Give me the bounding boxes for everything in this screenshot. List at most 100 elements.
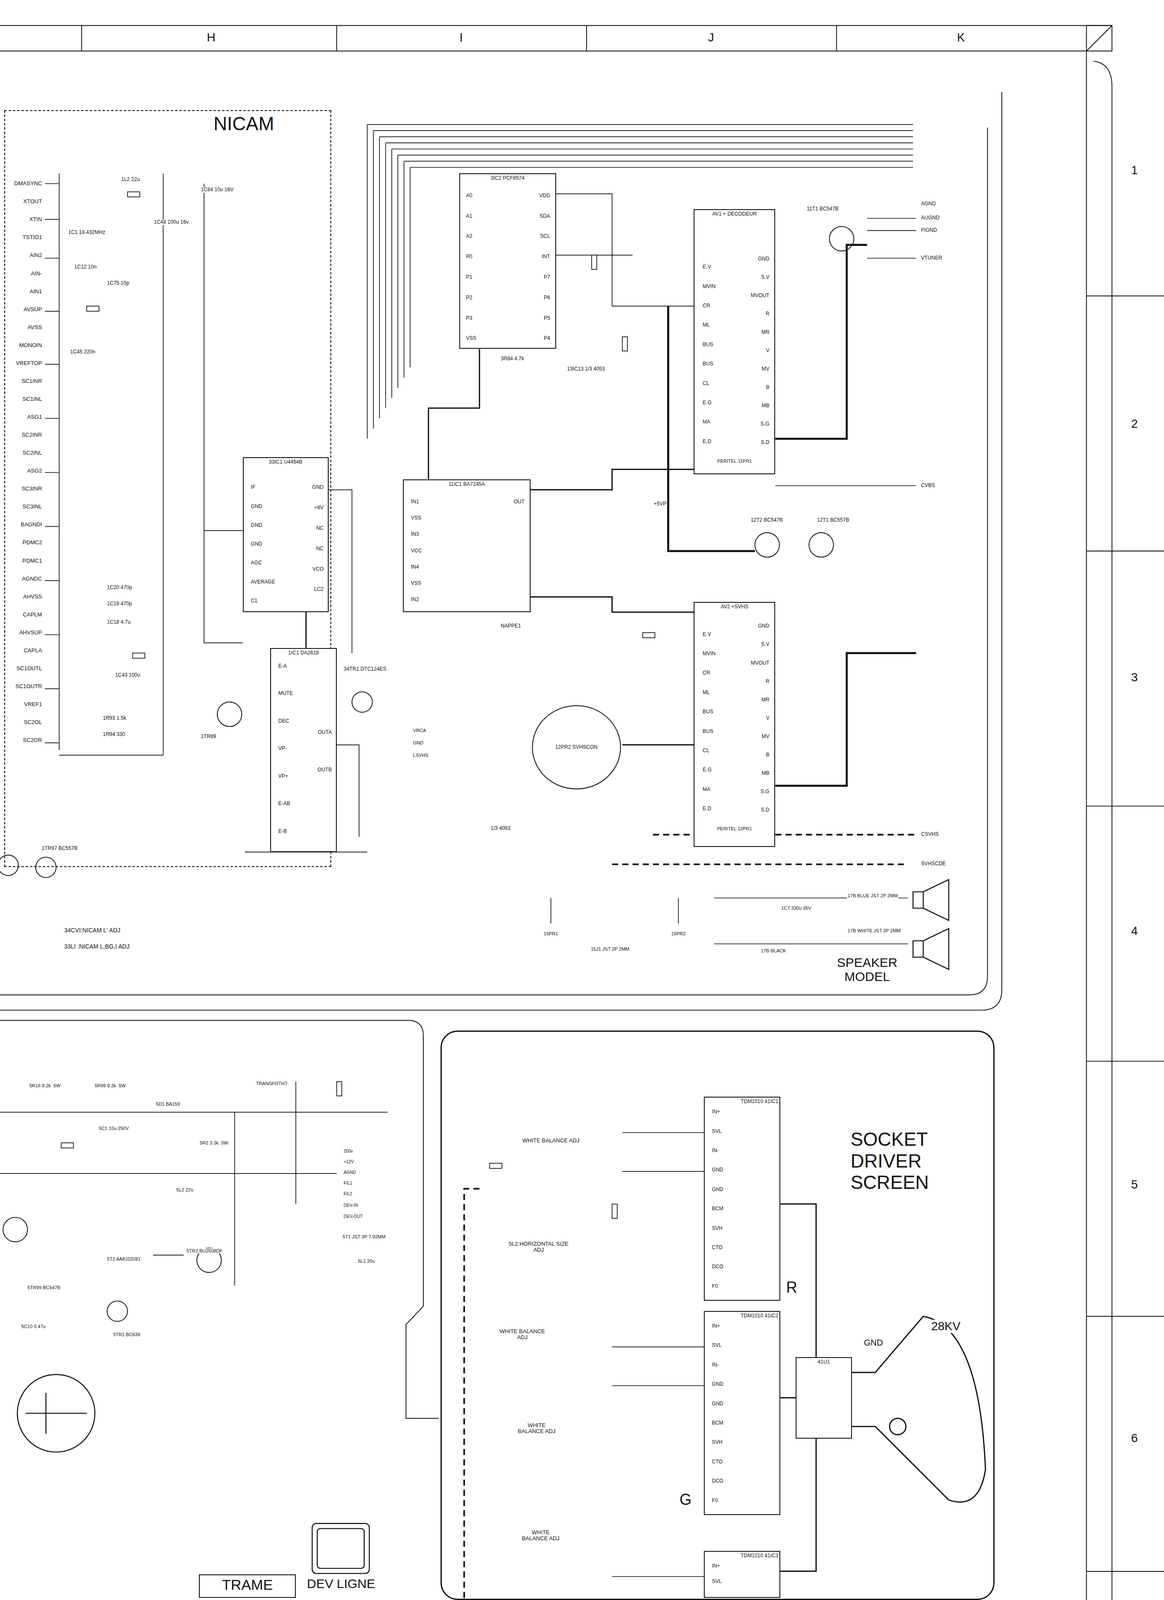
node-label: 12PR2 SVHSCON [555, 744, 598, 751]
schematic-label: SVH [711, 1225, 724, 1232]
schematic-label: IN- [711, 1147, 720, 1154]
schematic-label: WHITE BALANCE ADJ [516, 1422, 557, 1435]
schematic-label: E.D [701, 438, 712, 445]
schematic-label: SC1OUTR [14, 683, 43, 690]
schematic-label: ASG2 [26, 467, 44, 474]
schematic-label: R [764, 678, 771, 685]
schematic-label: SVL [711, 1342, 723, 1349]
schematic-label: 3R84 4.7k [499, 356, 526, 362]
schematic-label: S.V [760, 641, 771, 648]
schematic-label: A0 [465, 192, 474, 199]
schematic-label: 1C48 100u 16v [153, 219, 190, 225]
schematic-label: E.G [701, 767, 713, 774]
schematic-label: SC1OUTL [15, 665, 43, 672]
schematic-label: MA [701, 786, 712, 793]
schematic-label: CR [701, 303, 711, 309]
schematic-label: GND [250, 503, 264, 510]
schematic-label: S.D [759, 440, 771, 446]
schematic-label: 34CVI:NICAM L' ADJ [63, 927, 122, 934]
schematic-label: SVL [711, 1128, 723, 1135]
connector-wire [622, 743, 694, 746]
schematic-label: P7 [542, 274, 552, 281]
schematic-label: CTO [711, 1244, 724, 1251]
schematic-label: 5TR1 BC639 [112, 1331, 142, 1337]
schematic-label: 1/3 4053 [489, 825, 512, 832]
crt-socket: 41U1 [795, 1356, 852, 1439]
schematic-label: K [956, 31, 966, 45]
schematic-label: B [764, 385, 771, 391]
schematic-label: GND [863, 1337, 884, 1348]
connector-wire [780, 1397, 796, 1399]
schematic-label: V [764, 715, 771, 721]
title-box: TRAME [198, 1574, 296, 1598]
schematic-label: 6 [1130, 1431, 1139, 1445]
node-label: TRAME [221, 1576, 273, 1593]
schematic-label: VCC [410, 548, 423, 554]
schematic-label: F0 [711, 1497, 719, 1504]
schematic-label: 1C1 18.432MHz [67, 229, 107, 236]
schematic-label: G [678, 1491, 693, 1509]
schematic-label: E.V [701, 264, 712, 271]
schematic-label: BCM [711, 1420, 725, 1426]
schematic-label: GND [711, 1186, 725, 1193]
schematic-label: P1 [465, 274, 474, 281]
schematic-label: PDMC2 [21, 539, 44, 546]
schematic-label: VP+ [277, 773, 289, 779]
schematic-label: ML [701, 322, 711, 329]
schematic-label: DEV-IN [342, 1202, 359, 1208]
frame [0, 25, 1164, 1600]
schematic-label: IN4 [410, 564, 421, 570]
schematic-label: 1C75 10p [106, 280, 131, 287]
schematic-label: S.G [759, 421, 771, 428]
schematic-label: B [764, 752, 771, 758]
schematic-label: CVBS [920, 482, 937, 489]
schematic-label: WHITE BALANCE ADJ [521, 1137, 581, 1144]
schematic-label: SVH [711, 1439, 724, 1446]
schematic-label: CL [701, 380, 710, 387]
schematic-label: PDMC1 [21, 557, 44, 564]
schematic-label: BUS [701, 341, 715, 348]
schematic-label: BAGNDI [20, 521, 44, 528]
schematic-label: SC1INL [21, 396, 44, 403]
schematic-label: XTIN [28, 216, 44, 223]
connector-wire [305, 612, 307, 648]
schematic-label: NAPPE1 [499, 623, 522, 630]
schematic-label: CTO [711, 1458, 724, 1465]
schematic-label: SVL [711, 1578, 723, 1585]
schematic-label: NC [315, 525, 325, 531]
resistor-symbol [61, 191, 655, 1219]
schematic-label: 5T1 JST 3P 7.92MM [341, 1234, 387, 1240]
schematic-label: MR [760, 697, 771, 703]
schematic-label: +8V [313, 505, 325, 511]
schematic-label: 2 [1130, 417, 1139, 431]
board-region: SOCKET DRIVER SCREENTDM1010 41IC1TDM1010… [440, 1030, 995, 1600]
schematic-label: 5T2 AA8102081 [106, 1256, 142, 1262]
schematic-label: GND [311, 484, 325, 491]
schematic-label: VDD [538, 192, 551, 199]
svhs-socket: 12PR2 SVHSCON [530, 703, 623, 791]
schematic-label: 5R16 8.2k .5W [28, 1082, 62, 1089]
schematic-label: CAPLM [22, 611, 44, 618]
schematic-label: CR [701, 670, 711, 677]
ic-box: TDM1010 41IC1 [703, 1096, 781, 1301]
node-label: 33IC1 U4454B [268, 459, 303, 466]
schematic-label: P5 [542, 315, 552, 321]
schematic-label: BUS [701, 709, 715, 715]
schematic-label: MONOIN [18, 342, 43, 349]
schematic-label: F0 [711, 1283, 719, 1290]
schematic-label: GND [412, 740, 425, 746]
schematic-label: 12T1 BC557B [816, 517, 850, 523]
schematic-label: PERITEL 12PR1 [716, 825, 753, 832]
schematic-label: 15PR1 [542, 930, 560, 937]
schematic-label: 1C84 10u 16V [199, 186, 235, 193]
schematic-label: P0 [465, 254, 474, 260]
schematic-label: MV [760, 366, 771, 373]
schematic-label: VSS [410, 580, 423, 587]
schematic-label: LC2 [313, 586, 325, 593]
schematic-label: IN- [711, 1362, 720, 1368]
schematic-label: AHVSUP [18, 629, 43, 636]
schematic-label: MR [760, 329, 771, 336]
schematic-label: GND [757, 256, 771, 262]
connector-wire [780, 1438, 817, 1572]
